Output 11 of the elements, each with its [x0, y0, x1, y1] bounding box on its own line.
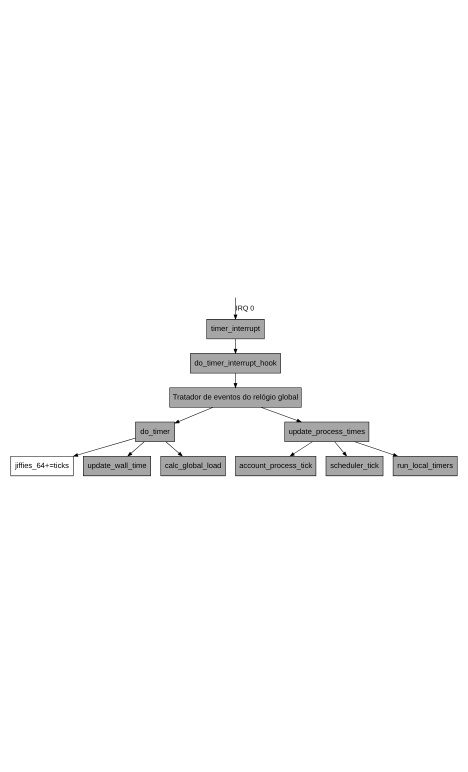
arrow — [174, 406, 214, 423]
arrow — [234, 296, 238, 320]
arrow — [234, 338, 238, 354]
arrow — [127, 440, 145, 456]
arrow — [334, 440, 348, 456]
arrow — [354, 440, 398, 456]
arrow — [72, 437, 136, 456]
arrow — [166, 440, 184, 456]
arrow — [234, 372, 238, 388]
arrow — [289, 440, 313, 456]
arrow — [260, 406, 302, 422]
